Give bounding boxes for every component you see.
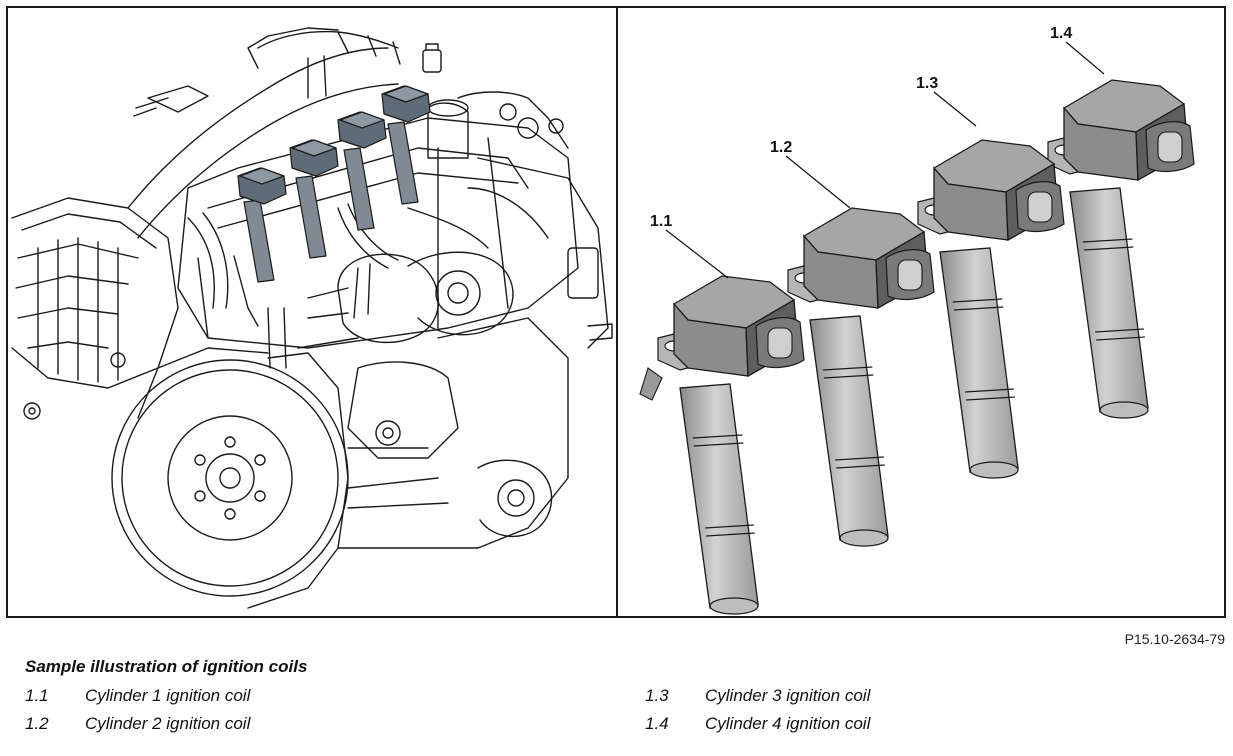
callout-label-1-1: 1.1 [650,213,672,230]
coil-tube-ring [692,434,743,439]
panel-divider [616,8,618,616]
coil-1-wire-clip [639,367,663,401]
coil-tube-ring [952,298,1003,303]
coil-tube-ring [706,532,755,537]
caption-title: Sample illustration of ignition coils [25,657,308,676]
coil-layer [639,79,1195,615]
engine-coil-4 [381,85,431,205]
figure-frame: 1.1 1.2 1.3 1.4 [6,6,1226,618]
coil-boot-tube [679,383,759,609]
coil-connector-socket [1157,131,1183,163]
legend-number: 1.3 [645,686,669,705]
coil-tube-ring [836,464,885,469]
coil-tube-ring [822,366,873,371]
coil-tube-ring [1082,238,1133,243]
callout-label-1-4: 1.4 [1050,25,1072,42]
callout-leader-1-1 [665,229,729,279]
callout-label-1-2: 1.2 [770,139,792,156]
coil-boot-tip [969,461,1019,479]
legend-number: 1.4 [645,714,669,733]
coil-tube-ring [693,442,744,447]
legend-text: Cylinder 1 ignition coil [85,686,251,705]
engine-line-drawing [11,27,613,609]
legend-number: 1.1 [25,686,49,705]
coil-tube-ring [1083,246,1134,251]
legend-text: Cylinder 2 ignition coil [85,714,251,733]
coil-boot-tip [1099,401,1149,419]
engine-coil-1 [237,167,287,283]
coil-boot-tube [809,315,889,541]
legend-text: Cylinder 4 ignition coil [705,714,871,733]
coil-tube-ring [966,396,1015,401]
coil-tube-ring [1095,328,1144,333]
figure-id: P15.10-2634-79 [1124,631,1225,647]
engine-illustration-panel [8,8,616,616]
coil-tube-ring [835,456,884,461]
coil-tube-ring [965,388,1014,393]
legend-item-1-3: 1.3 Cylinder 3 ignition coil [645,686,945,708]
legend-item-1-1: 1.1 Cylinder 1 ignition coil [25,686,325,708]
coil-tube-ring [823,374,874,379]
legend-item-1-4: 1.4 Cylinder 4 ignition coil [645,714,945,736]
coil-connector-socket [897,259,923,291]
ignition-coil-1 [657,275,805,615]
coil-boot-tube [939,247,1019,473]
legend-number: 1.2 [25,714,49,733]
ignition-coil-2 [787,207,935,547]
ignition-coil-4 [1047,79,1195,419]
callout-leader-1-2 [785,155,851,209]
callout-layer [665,41,1105,279]
legend-item-1-2: 1.2 Cylinder 2 ignition coil [25,714,325,736]
coil-connector-socket [767,327,793,359]
callout-label-1-3: 1.3 [916,75,938,92]
coil-tube-ring [705,524,754,529]
engine-coil-highlights [237,85,431,283]
coil-boot-tip [839,529,889,547]
coil-tube-ring [953,306,1004,311]
callout-leader-1-3 [933,91,977,127]
coil-boot-tube [1069,187,1149,413]
engine-coil-2 [289,139,339,259]
ignition-coil-3 [917,139,1065,479]
engine-coil-3 [337,111,387,231]
coil-tube-ring [1096,336,1145,341]
callout-leader-1-4 [1065,41,1105,75]
coil-connector-socket [1027,191,1053,223]
coil-boot-tip [709,597,759,615]
coils-detail-panel: 1.1 1.2 1.3 1.4 [618,8,1224,616]
legend-text: Cylinder 3 ignition coil [705,686,871,705]
ignition-coils-detail: 1.1 1.2 1.3 1.4 [639,25,1195,615]
